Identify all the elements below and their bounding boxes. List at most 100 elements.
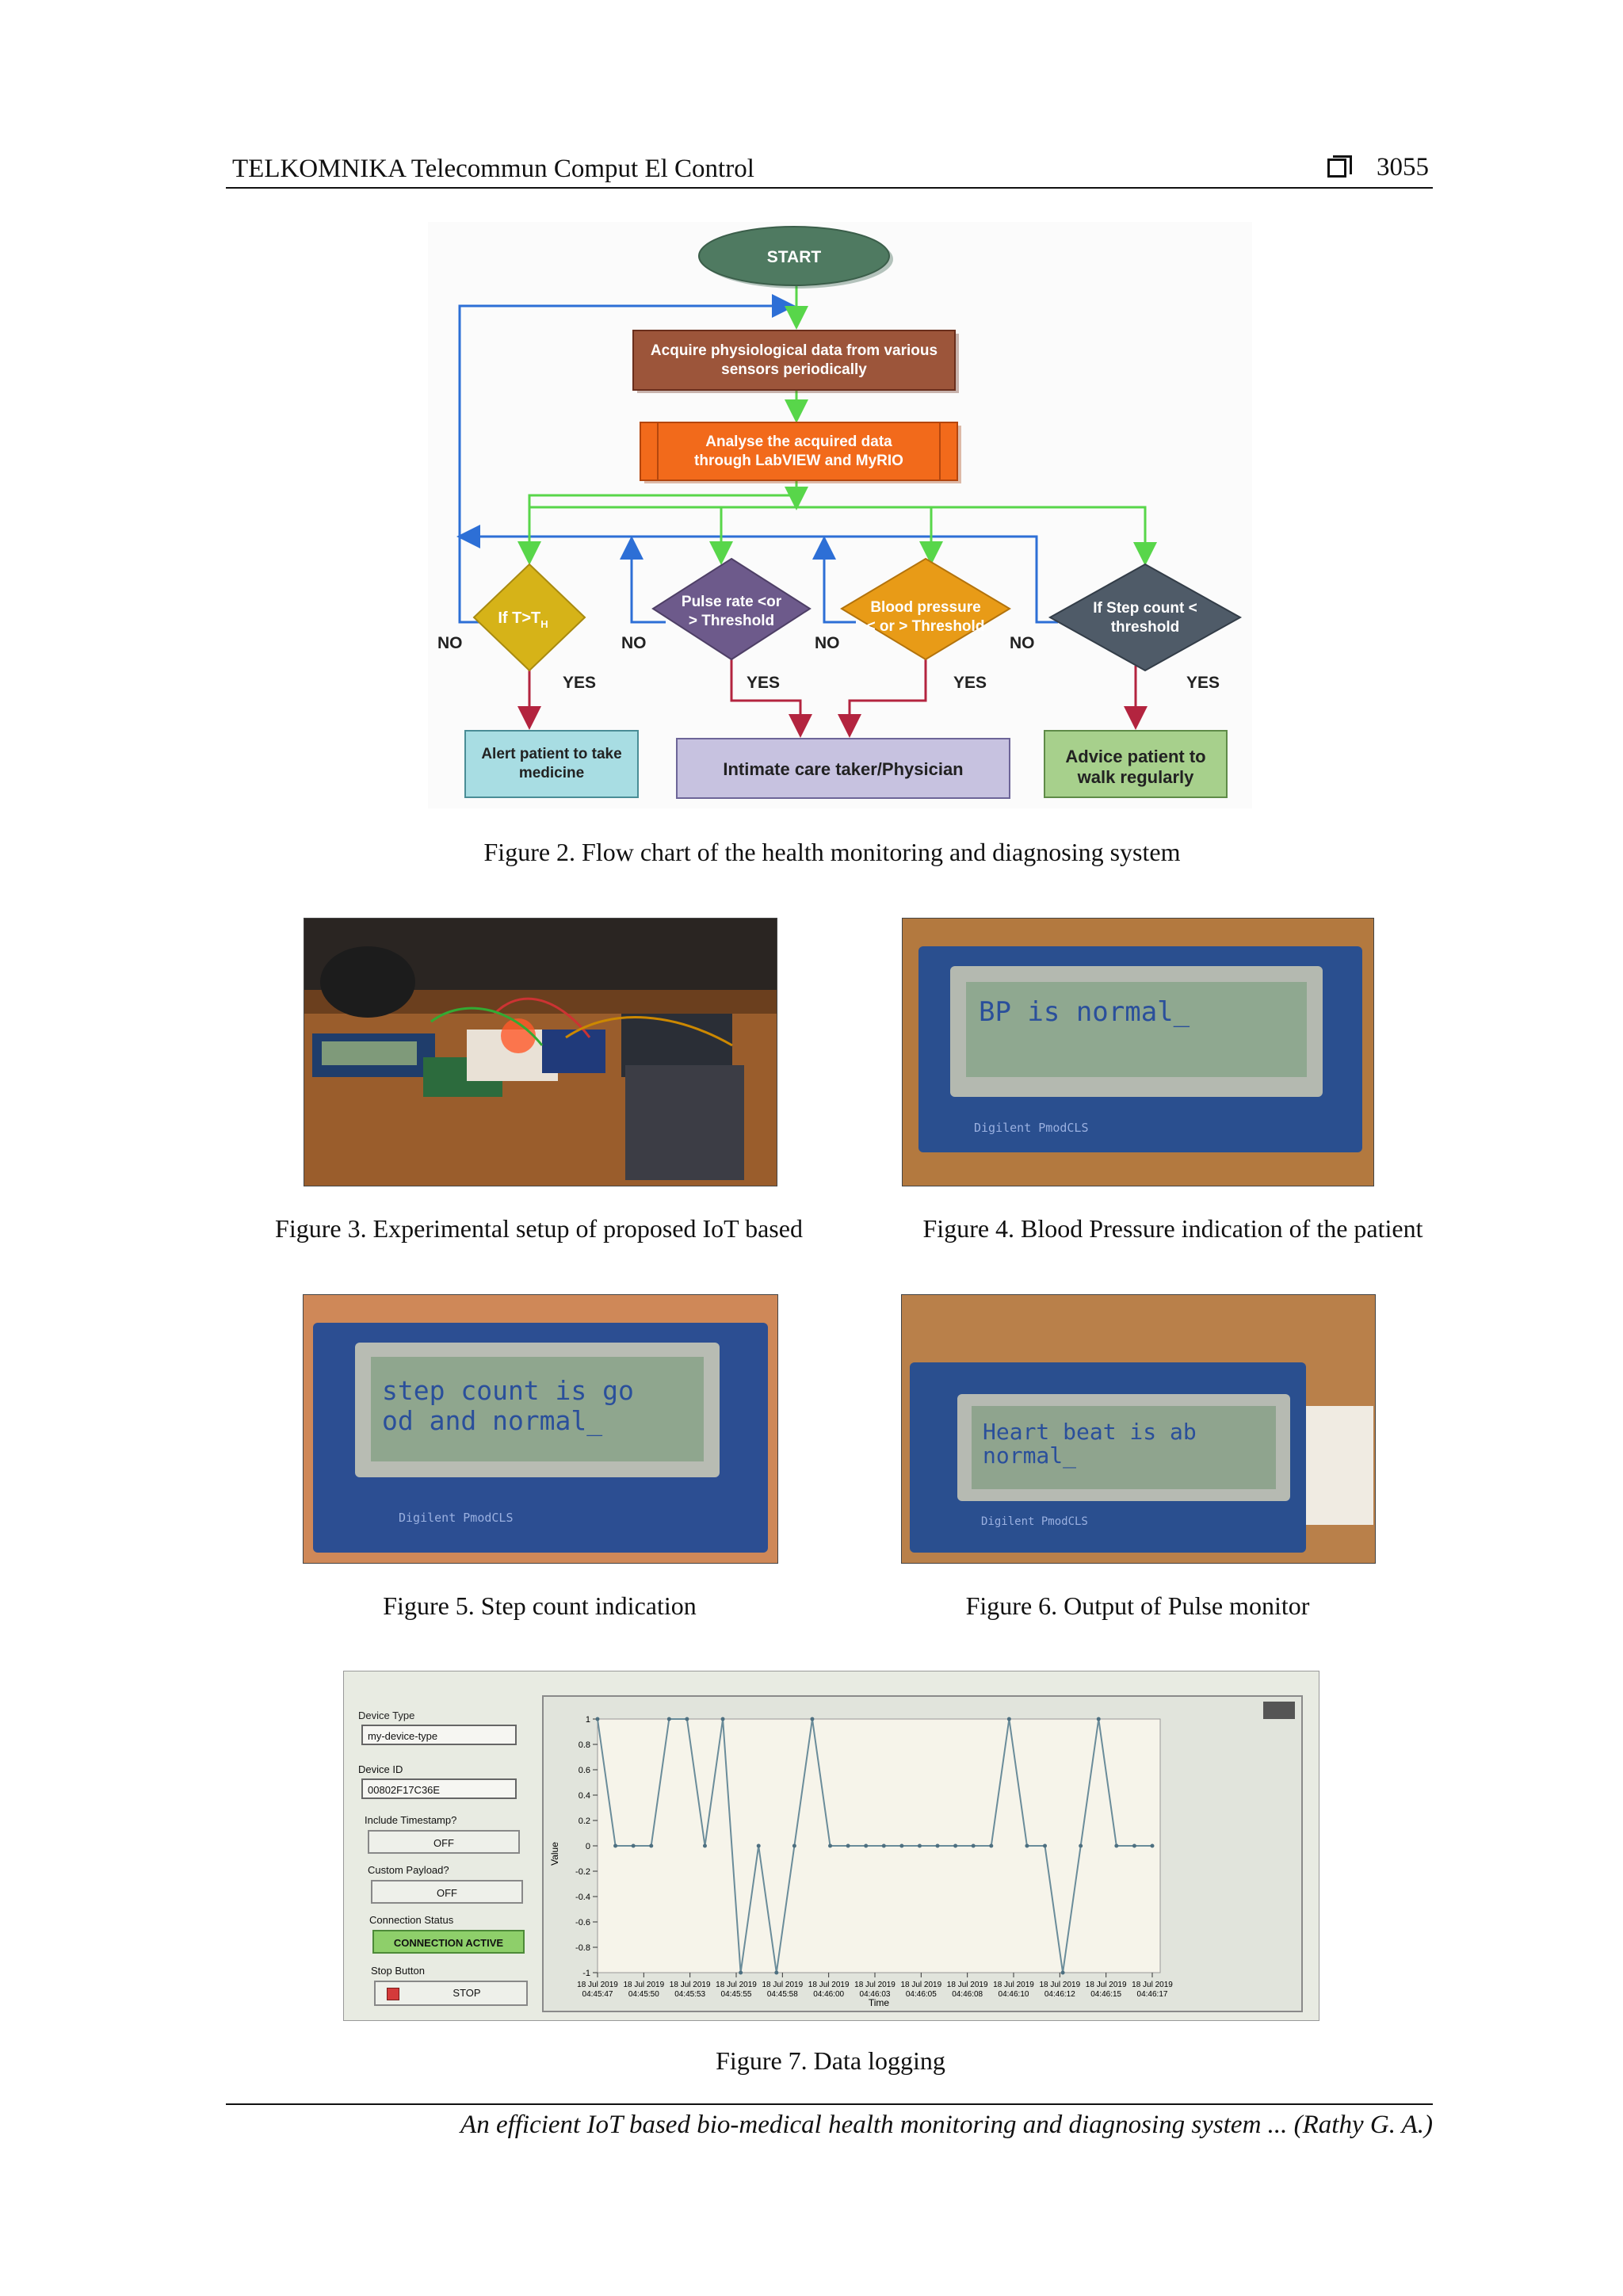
x-tick-label: 18 Jul 2019 xyxy=(670,1981,711,1989)
decision-step-line2: threshold xyxy=(1111,619,1180,636)
data-point xyxy=(899,1843,904,1848)
y-tick-label: 0.4 xyxy=(579,1791,590,1801)
figure5-lcd-line2: od and normal_ xyxy=(382,1405,603,1436)
x-tick-label: 04:46:15 xyxy=(1090,1990,1121,1999)
figure7-caption: Figure 7. Data logging xyxy=(716,2046,945,2075)
data-point xyxy=(1025,1843,1029,1848)
x-tick-label: 18 Jul 2019 xyxy=(993,1981,1034,1989)
data-point xyxy=(613,1843,618,1848)
header-rule xyxy=(226,187,1433,189)
x-tick-label: 04:45:53 xyxy=(674,1990,705,1999)
stop-icon xyxy=(387,1988,399,2000)
y-tick-label: -0.8 xyxy=(575,1943,590,1953)
y-tick-label: -0.4 xyxy=(575,1893,590,1902)
x-tick-label: 18 Jul 2019 xyxy=(577,1981,618,1989)
yes-label-1: YES xyxy=(563,674,596,692)
figure6-board-label: Digilent PmodCLS xyxy=(981,1515,1088,1528)
yes-label-3: YES xyxy=(953,674,987,692)
figure5-lcd-line1: step count is go xyxy=(382,1375,634,1406)
data-point xyxy=(739,1970,743,1975)
figure3-photo xyxy=(304,918,777,1186)
x-tick-label: 04:46:08 xyxy=(952,1990,983,1999)
analyse-step xyxy=(640,422,958,481)
data-point xyxy=(1079,1843,1083,1848)
device-type-input[interactable]: my-device-type xyxy=(361,1725,517,1745)
no-label-2: NO xyxy=(621,634,647,652)
figure4-board-label: Digilent PmodCLS xyxy=(974,1121,1089,1135)
data-point xyxy=(828,1843,833,1848)
figure5-lcd: step count is go od and normal_ xyxy=(371,1357,704,1461)
alert-box xyxy=(464,730,639,798)
data-point xyxy=(685,1717,689,1721)
device-id-input[interactable]: 00802F17C36E xyxy=(361,1778,517,1799)
data-point xyxy=(917,1843,922,1848)
decision-temperature xyxy=(472,563,586,672)
x-tick-label: 18 Jul 2019 xyxy=(854,1981,896,1989)
y-tick-label: 1 xyxy=(586,1715,590,1725)
decision-bp-line2: < or > Threshold xyxy=(867,618,985,635)
start-node xyxy=(698,226,890,286)
start-label: START xyxy=(767,248,822,266)
data-point xyxy=(1114,1843,1119,1848)
stop-button-label: Stop Button xyxy=(371,1965,425,1977)
x-tick-label: 18 Jul 2019 xyxy=(716,1981,757,1989)
data-point xyxy=(649,1843,654,1848)
x-tick-label: 04:45:58 xyxy=(767,1990,798,1999)
stop-button-label-text: STOP xyxy=(453,1987,481,1999)
data-point xyxy=(810,1717,815,1721)
figure6-caption: Figure 6. Output of Pulse monitor xyxy=(965,1591,1310,1620)
data-point xyxy=(1096,1717,1101,1721)
x-tick-label: 18 Jul 2019 xyxy=(1039,1981,1080,1989)
y-tick-label: -0.6 xyxy=(575,1918,590,1927)
data-point xyxy=(846,1843,850,1848)
timestamp-toggle[interactable]: OFF xyxy=(368,1830,520,1854)
running-header: TELKOMNIKA Telecommun Comput El Control xyxy=(232,155,754,183)
figure6-lcd-line1: Heart beat is ab xyxy=(983,1419,1197,1445)
decision-step-count xyxy=(1048,563,1243,672)
yes-label-2: YES xyxy=(747,674,780,692)
x-tick-label: 04:45:47 xyxy=(582,1990,613,1999)
payload-label: Custom Payload? xyxy=(368,1864,449,1876)
decision-blood-pressure xyxy=(840,557,1011,661)
data-point xyxy=(666,1717,671,1721)
figure2-caption: Figure 2. Flow chart of the health monit… xyxy=(483,838,1181,866)
x-tick-label: 18 Jul 2019 xyxy=(623,1981,664,1989)
data-point xyxy=(1043,1843,1048,1848)
value-series-line xyxy=(597,1718,1152,1973)
x-tick-label: 04:46:03 xyxy=(860,1990,891,1999)
stop-button[interactable]: STOP xyxy=(374,1981,528,2006)
no-label-4: NO xyxy=(1010,634,1035,652)
payload-toggle[interactable]: OFF xyxy=(371,1880,523,1904)
advice-box xyxy=(1044,730,1228,798)
flow-arrows xyxy=(517,279,1157,566)
data-point xyxy=(1006,1717,1011,1721)
decision-bp-line1: Blood pressure xyxy=(870,599,980,616)
timestamp-label: Include Timestamp? xyxy=(365,1814,457,1826)
no-label-3: NO xyxy=(815,634,840,652)
graph-palette-icon[interactable] xyxy=(1263,1702,1295,1719)
footer-citation: An efficient IoT based bio-medical healt… xyxy=(460,2111,1433,2139)
figure4-lcd-line1: BP is normal_ xyxy=(979,996,1190,1028)
y-tick-label: 0.2 xyxy=(579,1817,590,1826)
data-point xyxy=(792,1843,796,1848)
square-icon xyxy=(1327,155,1352,178)
yes-label-4: YES xyxy=(1186,674,1220,692)
x-tick-label: 18 Jul 2019 xyxy=(1132,1981,1173,1989)
intimate-label: Intimate care taker/Physician xyxy=(723,759,963,779)
connection-status-indicator: CONNECTION ACTIVE xyxy=(372,1930,525,1954)
loop-arrows xyxy=(456,294,1058,624)
data-point xyxy=(989,1843,994,1848)
figure5-caption: Figure 5. Step count indication xyxy=(383,1591,697,1620)
alert-line1: Alert patient to take xyxy=(481,746,621,762)
device-id-label: Device ID xyxy=(358,1763,403,1775)
header-right: 3055 xyxy=(1327,153,1429,182)
figure4-lcd: BP is normal_ xyxy=(966,982,1307,1077)
footer-rule xyxy=(226,2103,1433,2105)
figure6-lcd: Heart beat is ab normal_ xyxy=(972,1406,1276,1489)
data-log-chart: 10.80.60.40.20-0.2-0.4-0.6-0.8-1 18 Jul … xyxy=(542,1695,1303,2012)
figure7-screenshot: Device Type my-device-type Device ID 008… xyxy=(343,1671,1319,2021)
page-number: 3055 xyxy=(1377,153,1429,181)
y-tick-label: 0 xyxy=(586,1842,590,1851)
no-label-1: NO xyxy=(437,634,463,652)
data-point xyxy=(720,1717,725,1721)
